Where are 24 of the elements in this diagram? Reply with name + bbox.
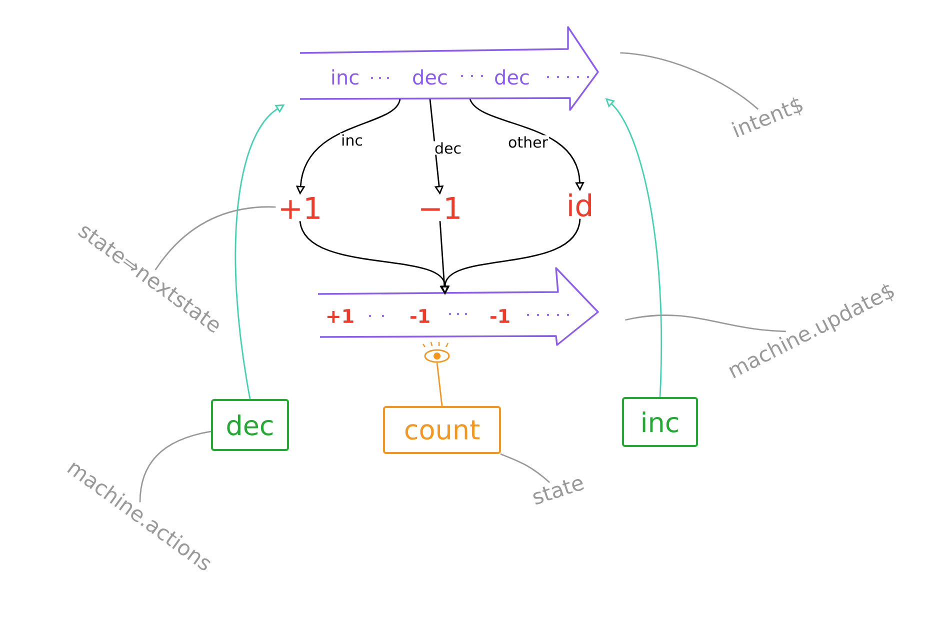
node-label: -1 [490,309,510,323]
eye-icon [422,342,450,363]
arrow-band: +1 -1 -1 [318,267,599,346]
leader-line [620,52,759,110]
node-label: dec [413,69,447,85]
leader-line [625,314,786,332]
node-label: +1 [327,309,354,323]
leader-line [500,453,550,484]
edge-label: inc [340,133,364,147]
leader-line [139,430,212,502]
node-label: inc [332,69,358,85]
node-label: -1 [410,309,430,323]
arrow-band: inc dec dec [300,26,599,111]
step-value: +1 [281,197,320,219]
action-box: dec [211,399,289,451]
leader-line [154,206,276,270]
edge-label: dec [434,141,462,155]
annotation: state [533,479,584,504]
action-box: inc [622,397,698,447]
state-box: count [383,406,501,454]
edge-label: other [507,135,549,149]
node-label: dec [495,69,529,85]
step-value: id [569,193,591,217]
step-value: −1 [421,197,460,219]
